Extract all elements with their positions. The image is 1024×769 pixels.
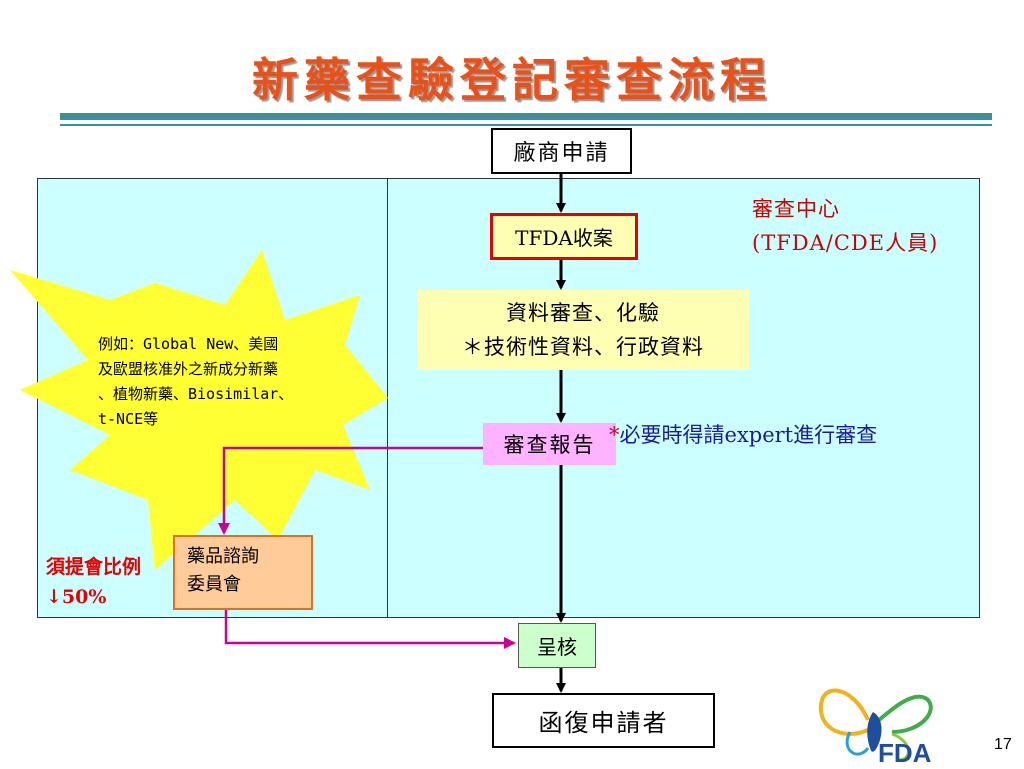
approval-box: 呈核	[518, 623, 596, 668]
data-review-box: 資料審查、化驗 ＊技術性資料、行政資料	[417, 290, 749, 370]
arrow-report-to-committee	[218, 446, 483, 535]
review-center-line1: 審查中心	[752, 197, 840, 221]
ratio-line1: 須提會比例	[46, 556, 142, 578]
reply-label: 函復申請者	[538, 709, 669, 737]
starburst-line2: 及歐盟核准外之新成分新藥	[98, 360, 279, 378]
butterfly-taiwan-icon: FDA	[818, 688, 933, 768]
arrow-committee-to-approve	[224, 610, 516, 649]
apply-label: 廠商申請	[513, 141, 610, 166]
fda-logo: FDA	[810, 670, 940, 768]
committee-line2: 委員會	[187, 574, 241, 595]
review-report-label: 審查報告	[503, 433, 596, 457]
expert-note-star: *	[609, 423, 620, 447]
page-title: 新藥查驗登記審查流程	[252, 53, 772, 107]
starburst-text: 例如：Global New、美國 及歐盟核准外之新成分新藥 、植物新藥、Bios…	[98, 332, 370, 432]
data-review-line2: ＊技術性資料、行政資料	[462, 335, 704, 359]
tfda-intake-box: TFDA收案	[490, 213, 638, 260]
title-rule-thin	[60, 124, 992, 126]
committee-line1: 藥品諮詢	[187, 546, 259, 567]
ratio-line2: ↓50%	[46, 586, 107, 608]
approval-label: 呈核	[537, 635, 577, 659]
tfda-intake-label: TFDA收案	[515, 226, 613, 250]
apply-box: 廠商申請	[491, 128, 632, 174]
data-review-line1: 資料審查、化驗	[506, 301, 660, 325]
page-number: 17	[994, 736, 1012, 753]
review-center-label: 審查中心 (TFDA/CDE人員)	[752, 192, 938, 260]
reply-box: 函復申請者	[492, 693, 715, 748]
starburst-line4: t-NCE等	[98, 410, 159, 428]
committee-ratio-note: 須提會比例 ↓50%	[46, 552, 141, 612]
review-center-line2: (TFDA/CDE人員)	[752, 231, 939, 255]
starburst-line3: 、植物新藥、Biosimilar、	[98, 385, 294, 403]
review-report-box: 審查報告	[483, 423, 616, 465]
starburst-shape	[10, 250, 388, 570]
expert-note-text: 必要時得請expert進行審查	[619, 423, 878, 447]
advisory-committee-box: 藥品諮詢 委員會	[173, 535, 313, 610]
fda-logo-text: FDA	[878, 738, 932, 765]
starburst-line1: 例如：Global New、美國	[98, 335, 279, 353]
title-rule-thick	[60, 113, 992, 120]
expert-note: *必要時得請expert進行審查	[609, 419, 877, 449]
